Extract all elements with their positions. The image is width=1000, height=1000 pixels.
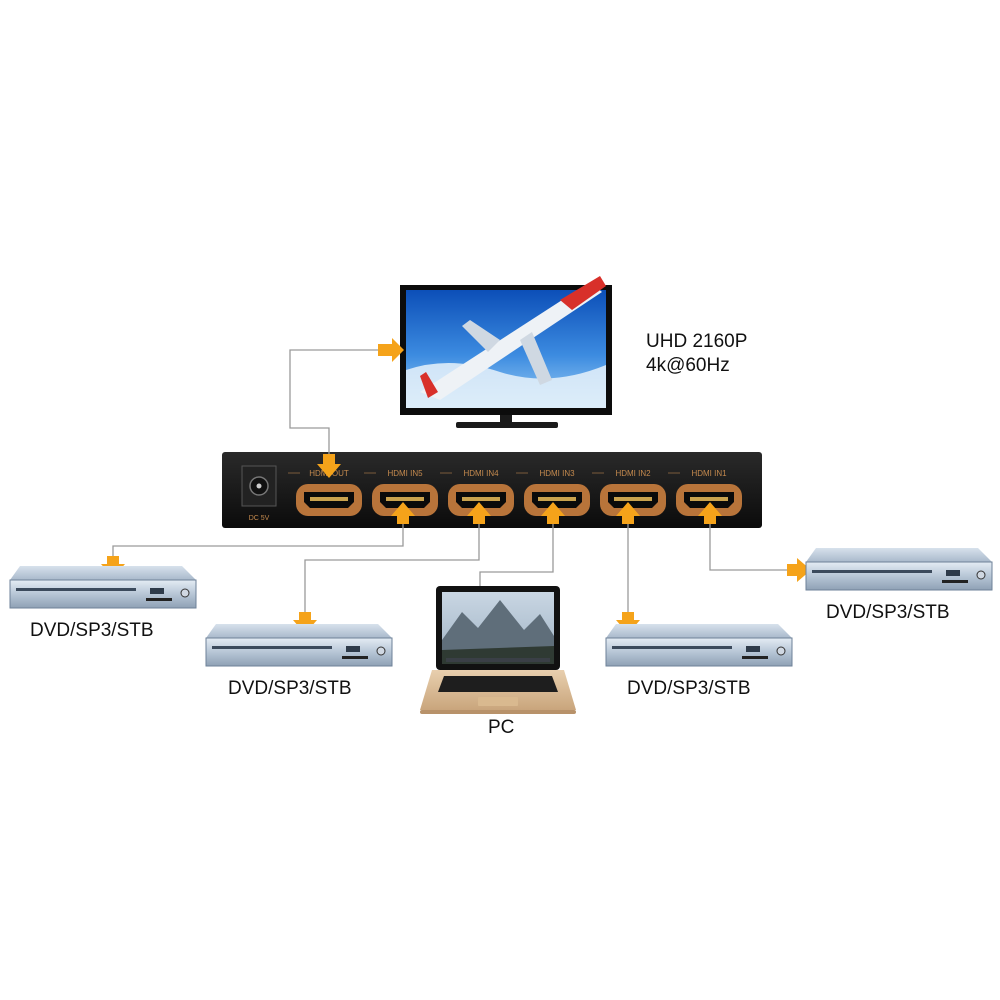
arrow-to-dvd2 xyxy=(293,612,317,634)
source-label-dvd-2: DVD/SP3/STB xyxy=(228,678,352,699)
hdmi-port-hdmi-in4: HDMI IN4 xyxy=(440,469,514,516)
spec-refresh: 4k@60Hz xyxy=(646,355,730,376)
spec-resolution: UHD 2160P xyxy=(646,331,748,352)
dvd-player-2 xyxy=(205,624,393,667)
arrow-to-dvd3 xyxy=(616,612,640,634)
cable-output xyxy=(289,349,398,462)
power-jack: DC 5V xyxy=(241,465,277,522)
tv-display xyxy=(400,276,612,428)
cables xyxy=(112,349,797,620)
arrow-into-tv xyxy=(378,338,404,362)
arrow-to-dvd4 xyxy=(787,558,811,582)
dvd-player-1 xyxy=(9,566,197,609)
arrow-in5 xyxy=(391,502,415,524)
arrow-in4 xyxy=(467,502,491,524)
hdmi-port-hdmi-in1: HDMI IN1 xyxy=(668,469,742,516)
arrow-in1 xyxy=(698,502,722,524)
airplane-icon xyxy=(420,276,606,400)
source-label-dvd-1: DVD/SP3/STB xyxy=(30,620,154,641)
source-label-dvd-4: DVD/SP3/STB xyxy=(826,602,950,623)
source-label-dvd-3: DVD/SP3/STB xyxy=(627,678,751,699)
cable-in1 xyxy=(709,516,797,571)
laptop-pc xyxy=(420,586,576,714)
arrow-into-output xyxy=(317,454,341,478)
port-label: HDMI IN5 xyxy=(387,469,423,478)
arrow-in3 xyxy=(541,502,565,524)
cable-in5 xyxy=(112,516,404,558)
source-label-pc: PC xyxy=(488,717,515,738)
hdmi-port-hdmi-in2: HDMI IN2 xyxy=(592,469,666,516)
power-label: DC 5V xyxy=(249,515,270,522)
cable-in3 xyxy=(479,516,554,596)
arrow-in2 xyxy=(616,502,640,524)
dvd-player-4 xyxy=(805,548,993,591)
port-label: HDMI IN1 xyxy=(691,469,727,478)
hdmi-port-hdmi-in5: HDMI IN5 xyxy=(364,469,438,516)
port-label: HDMI IN2 xyxy=(615,469,651,478)
hdmi-port-hdmi-in3: HDMI IN3 xyxy=(516,469,590,516)
dvd-player-3 xyxy=(605,624,793,667)
display-spec: UHD 2160P 4k@60Hz xyxy=(646,330,747,378)
cable-in4 xyxy=(304,516,480,620)
port-label: HDMI IN4 xyxy=(463,469,499,478)
port-label: HDMI IN3 xyxy=(539,469,575,478)
